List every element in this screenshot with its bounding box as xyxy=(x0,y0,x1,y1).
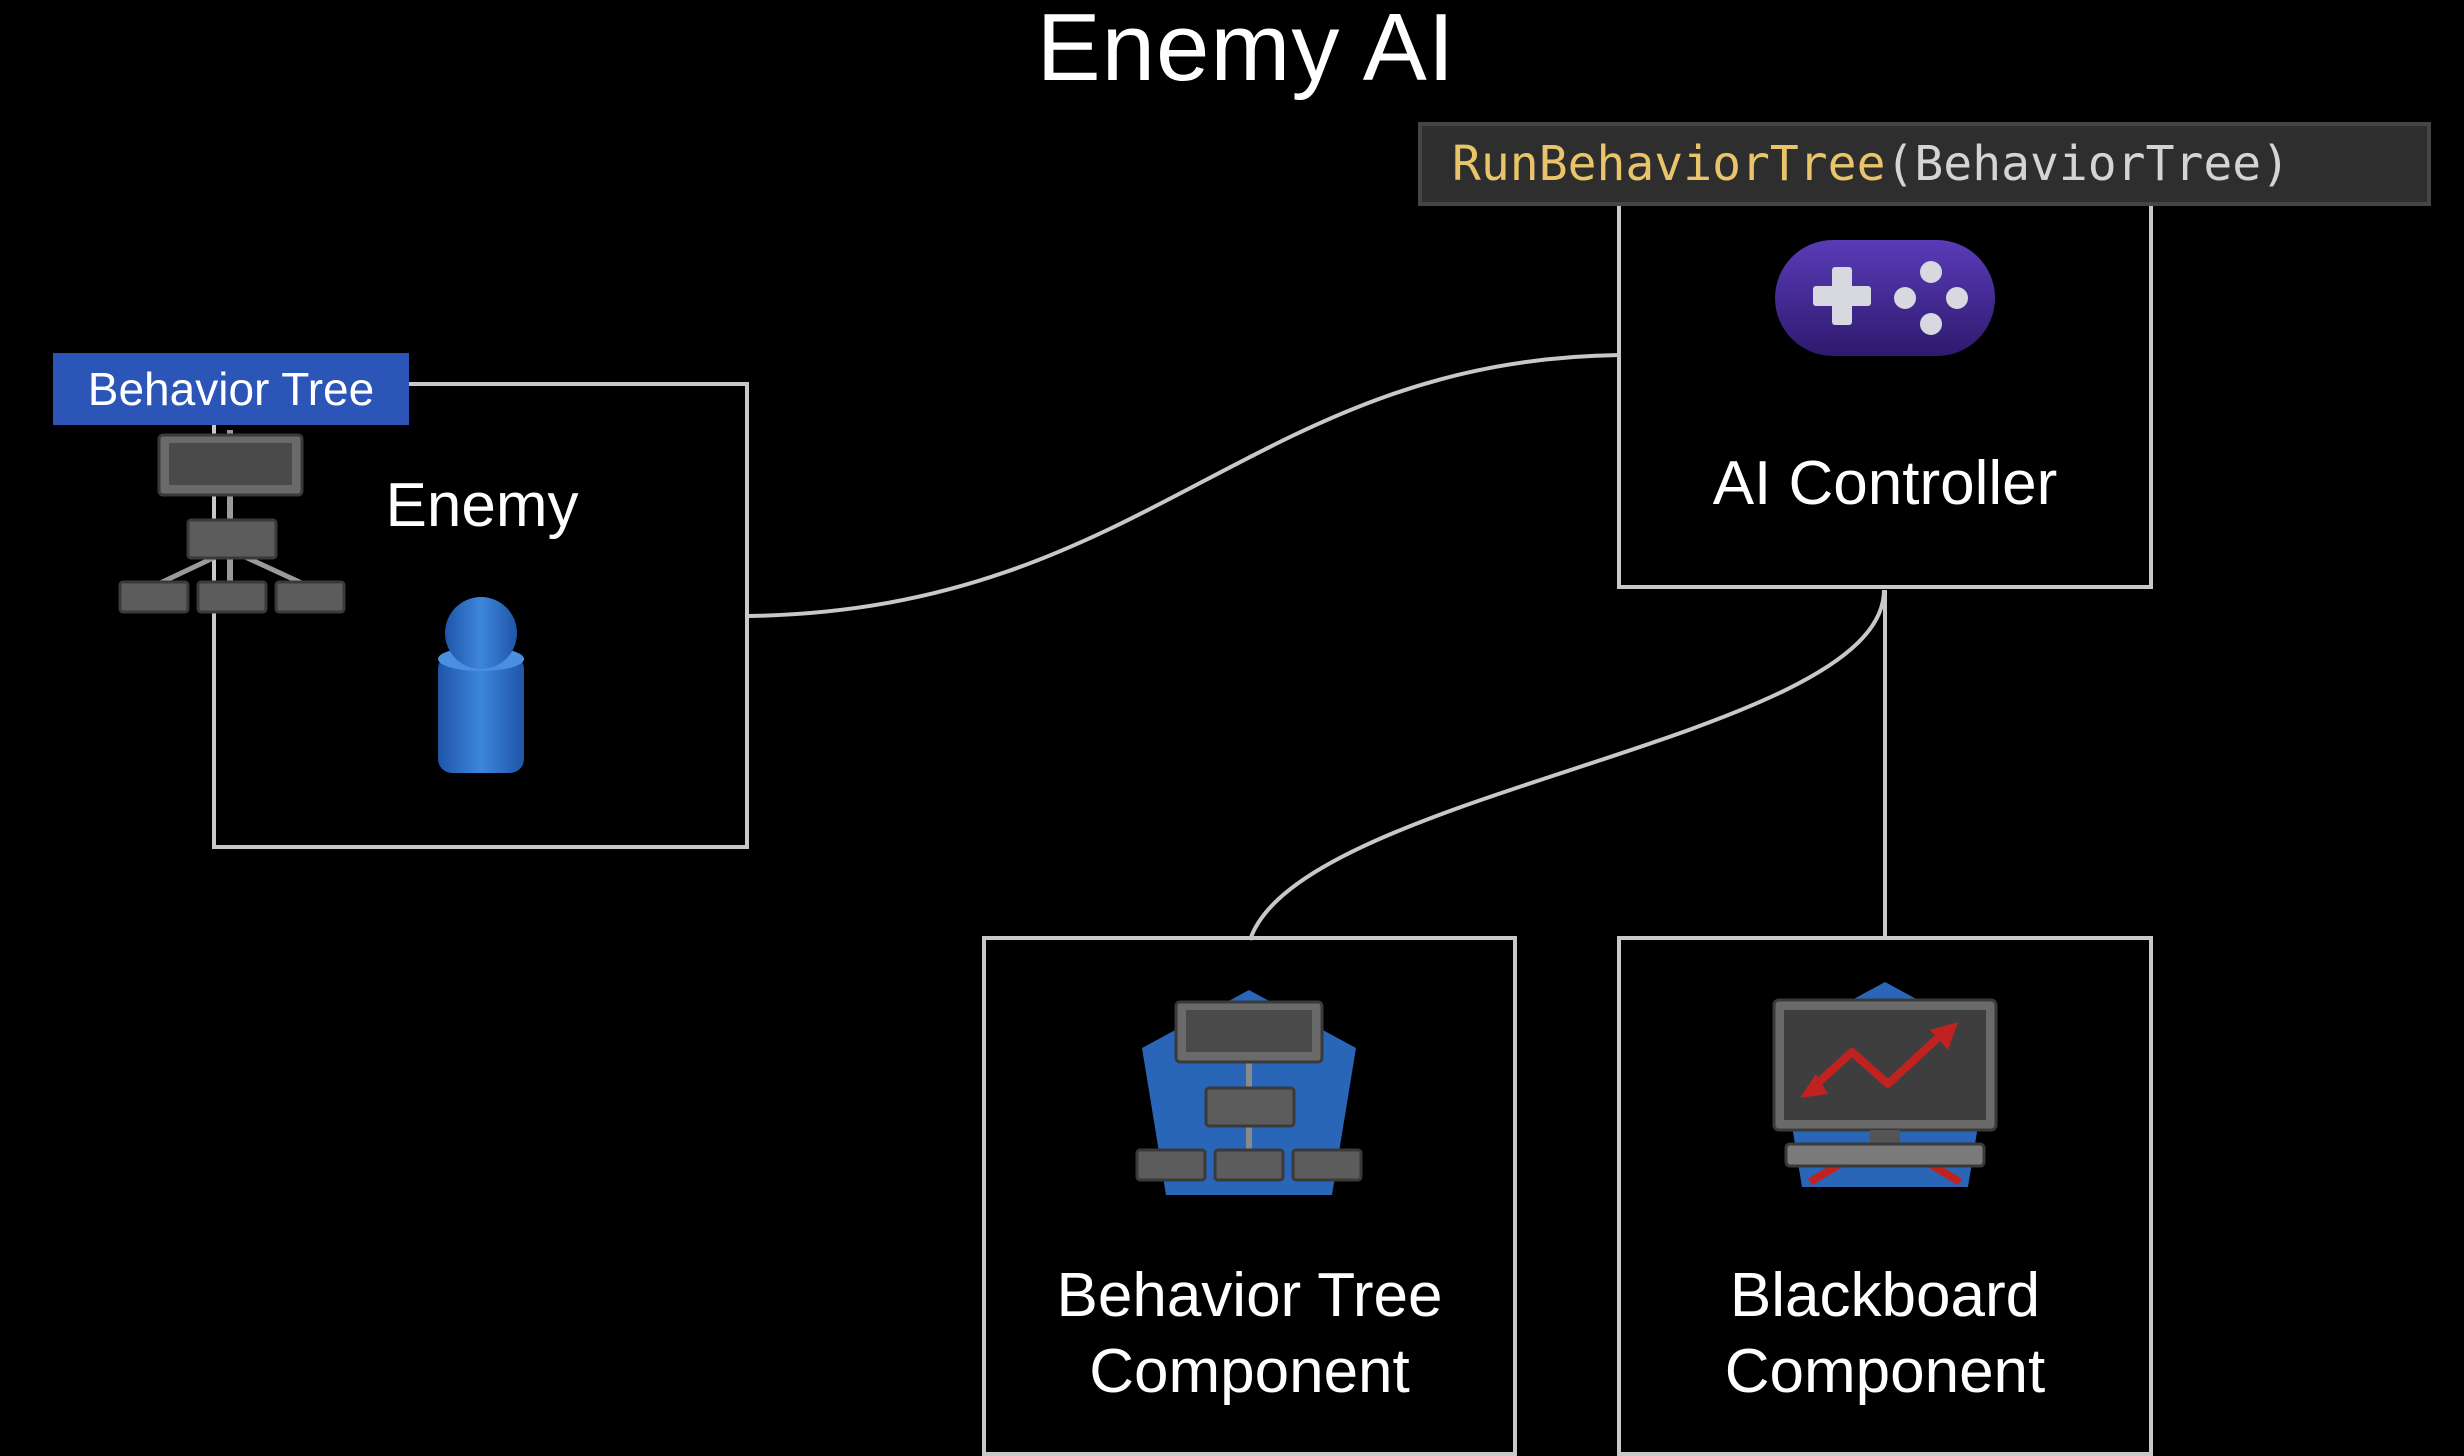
behavior-tree-icon xyxy=(118,430,346,614)
ai-controller-label: AI Controller xyxy=(1712,449,2058,518)
behavior-tree-component-icon xyxy=(1135,990,1363,1195)
page-title: Enemy AI xyxy=(1036,0,1456,101)
behavior-tree-component-label-line1: Behavior Tree xyxy=(1056,1261,1443,1330)
code-open-paren: ( xyxy=(1885,136,1915,192)
enemy-label: Enemy xyxy=(385,471,579,540)
gamepad-icon xyxy=(1775,240,1995,356)
connector-enemy-to-controller xyxy=(747,353,1621,618)
connector-controller-to-bt-component xyxy=(1248,589,1886,941)
enemy-pawn-icon xyxy=(438,597,524,773)
code-close-paren: ) xyxy=(2261,136,2291,192)
blackboard-monitor-icon xyxy=(1772,982,1998,1187)
enemy-box xyxy=(212,382,749,849)
behavior-tree-tag: Behavior Tree xyxy=(53,353,409,425)
code-argument: BehaviorTree xyxy=(1914,136,2262,192)
behavior-tree-component-label-line2: Component xyxy=(1089,1337,1410,1406)
blackboard-component-label-line1: Blackboard xyxy=(1729,1261,2041,1330)
blackboard-component-label-line2: Component xyxy=(1724,1337,2046,1406)
code-function-name: RunBehaviorTree xyxy=(1452,136,1886,192)
run-behavior-tree-call: RunBehaviorTree(BehaviorTree) xyxy=(1418,122,2431,206)
